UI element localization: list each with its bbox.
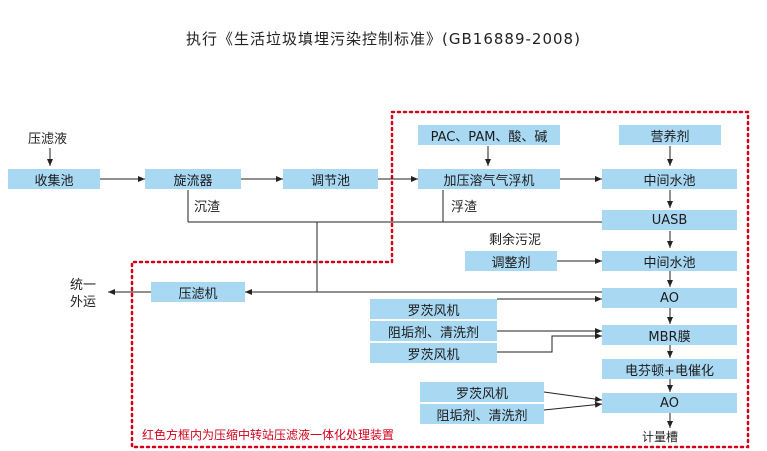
integrated-unit-frame — [130, 110, 750, 449]
arrow-blower2 — [497, 333, 602, 353]
sludge-label: 沉渣 — [194, 200, 221, 215]
roots-blower-2: 罗茨风机 — [370, 343, 497, 363]
roots-blower-1: 罗茨风机 — [370, 299, 497, 319]
chemical-dosing: PAC、PAM、酸、碱 — [418, 125, 560, 145]
electro-fenton: 电芬顿+电催化 — [602, 359, 737, 379]
antiscalant-dosing-1: 阻垢剂、清洗剂 — [370, 321, 497, 341]
uasb-reactor: UASB — [602, 210, 737, 230]
ao-reactor-1: AO — [602, 288, 737, 308]
collection-tank: 收集池 — [8, 169, 100, 189]
frame-note: 红色方框内为压缩中转站压滤液一体化处理装置 — [142, 428, 395, 442]
outbound-label-2: 外运 — [70, 295, 97, 310]
cyclone: 旋流器 — [145, 169, 241, 189]
roots-blower-3: 罗茨风机 — [420, 382, 544, 402]
antiscalant-dosing-2: 阻垢剂、清洗剂 — [420, 404, 544, 424]
adjustment-tank: 调节池 — [283, 169, 378, 189]
input-label: 压滤液 — [28, 132, 68, 147]
excess-sludge-label: 剩余污泥 — [489, 233, 542, 248]
arrow-antiscalant2 — [543, 401, 603, 411]
filter-press: 压滤机 — [151, 282, 245, 302]
arrow-blower3 — [543, 391, 603, 403]
intermediate-tank-2: 中间水池 — [602, 251, 737, 271]
page-title: 执行《生活垃圾填埋污染控制标准》(GB16889-2008) — [186, 30, 581, 48]
metering-tank: 计量槽 — [642, 430, 679, 444]
nutrient-dosing: 营养剂 — [619, 125, 721, 145]
intermediate-tank-1: 中间水池 — [602, 169, 737, 189]
regulator-dosing: 调整剂 — [465, 251, 557, 271]
dissolved-air-flotation: 加压溶气气浮机 — [418, 169, 560, 189]
scum-label: 浮渣 — [451, 200, 478, 215]
ao-reactor-2: AO — [602, 393, 737, 413]
mbr-membrane: MBR膜 — [602, 325, 737, 345]
outbound-label-1: 统一 — [70, 278, 97, 293]
